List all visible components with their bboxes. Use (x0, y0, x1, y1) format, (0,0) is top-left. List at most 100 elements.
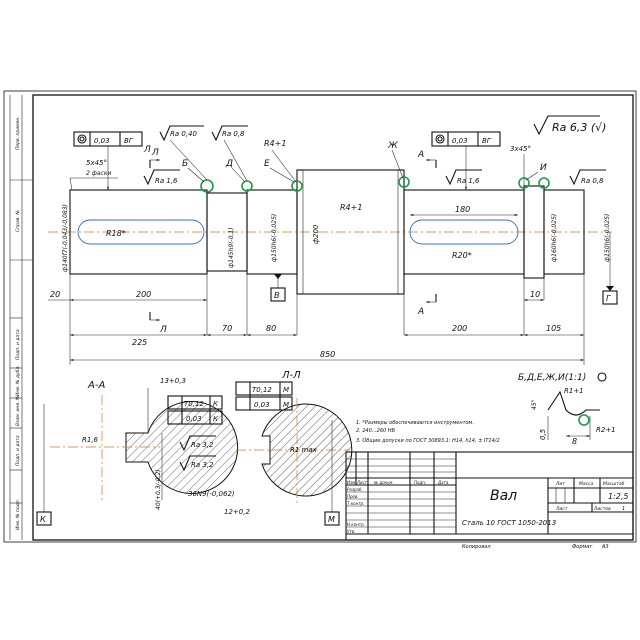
datum-v: В (274, 291, 280, 300)
section-ll-depth: 12+0,2 (224, 508, 250, 516)
dim-chamfer2: 3x45° (510, 145, 531, 153)
feature-l: Л (143, 145, 151, 155)
aa-frame1-base: К (213, 400, 219, 408)
feature-d: Д (225, 159, 233, 169)
section-aa-width: 13+0,3 (160, 377, 186, 385)
inner-frame (32, 94, 634, 541)
strip-label-2: Справ. № (15, 210, 21, 232)
strip-label-5: Взам. инв. № (15, 395, 21, 426)
strip-label-6: Подп. и дата (15, 435, 21, 466)
detail-title: Б,Д,Е,Ж,И(1:1) (518, 373, 586, 383)
dim-r20: R20* (452, 251, 472, 260)
tol-left-base: ВГ (124, 137, 134, 145)
dim-chamfer1: 5x45° (86, 159, 107, 167)
dim-d1: ф140f7(-0,043/-0,083) (62, 204, 69, 272)
rough-r1: Ra 0,40 (170, 130, 198, 138)
groove-i2 (538, 177, 550, 189)
dim-d6: ф160h6(-0,025) (551, 214, 558, 262)
tb-scale-value: 1:2,5 (608, 492, 629, 501)
groove-e (291, 180, 303, 192)
dim-225: 225 (132, 338, 147, 347)
section-ll-radius: R1 max (290, 446, 318, 454)
detail-45: 45° (531, 399, 538, 410)
tol-frame-right: 0,03 ВГ (431, 131, 501, 190)
tb-format-value: А3 (601, 544, 609, 550)
rough-r3: Ra 1,6 (155, 177, 178, 185)
dim-r4-a: R4+1 (264, 139, 286, 148)
dim-r4-b: R4+1 (340, 203, 362, 212)
dim-850: 850 (320, 350, 335, 359)
section-aa-radius: R1,6 (82, 436, 99, 444)
cut-label-l-top: Л (151, 148, 159, 158)
ll-frame2-base: М (283, 401, 289, 409)
tb-name: Вал (490, 488, 517, 504)
tb-row-6: Утв. (347, 529, 355, 534)
detail-r1: R1+1 (564, 387, 584, 395)
cut-label-a-top: А (417, 150, 424, 160)
tb-copied: Копировал (462, 544, 491, 550)
aa-frame1-sym: Т0,12 (184, 400, 204, 408)
section-ll-width: 36N9(-0,062) (188, 490, 235, 498)
tb-lit-label: Лит (555, 481, 565, 487)
tb-format-label: Формат (572, 544, 593, 550)
section-aa-depth: 40(+0,3/-0,2) (155, 469, 162, 510)
note-3: 3. Общие допуски по ГОСТ 30893.1: H14, h… (356, 438, 500, 444)
rough-r4: Ra 1,6 (457, 177, 480, 185)
aa-frame2-base: К (213, 415, 219, 423)
tb-row-1: Разраб. (347, 487, 363, 492)
general-roughness: Ra 6,3 (√) (533, 115, 606, 136)
feature-i: И (540, 163, 547, 173)
notes: 1. *Размеры обеспечиваются инструментом.… (356, 420, 500, 444)
dim-d2: ф145h9(-0,1) (228, 227, 235, 268)
tb-sheet-label: Лист (555, 506, 568, 512)
rough-r5: Ra 0,8 (581, 177, 604, 185)
rough-r2: Ra 0,8 (222, 130, 245, 138)
tb-row-2: Пров. (347, 494, 359, 499)
cut-label-a-bottom: А (417, 307, 424, 317)
strip-label-3: Подп. и дата (15, 329, 21, 360)
tb-col-izm: Изм (347, 480, 355, 485)
tb-col-sign: Подп. (414, 480, 426, 485)
tb-material: Сталь 10 ГОСТ 1050-2013 (462, 519, 556, 527)
tb-col-list: Лист (356, 480, 368, 485)
aa-frame2-sym: 0,03 (186, 415, 202, 423)
shaft-main-view: Л Л А А В Г ф140f7(-0,043/-0,083) ф145h9… (48, 125, 618, 365)
detail-05: 0,5 (539, 428, 547, 440)
ll-frame1-base: М (283, 386, 289, 394)
dim-d4: ф200 (312, 224, 320, 244)
dim-200-right: 200 (452, 324, 467, 333)
left-strip: Перв. примен. Справ. № Подп. и дата Инв.… (9, 95, 33, 540)
dim-80: 80 (266, 324, 276, 333)
detail-r2: R2+1 (596, 426, 616, 434)
tol-right-base: ВГ (482, 137, 492, 145)
tol-right-value: 0,03 (452, 137, 468, 145)
dim-d3: ф150h6(-0,025) (271, 214, 278, 262)
tb-row-3: Т.контр. (347, 501, 364, 506)
section-ll-title: Л-Л (281, 370, 301, 381)
feature-b: Б (182, 159, 188, 169)
groove-zh (398, 176, 410, 188)
note-2: 2. 240...260 НВ (356, 428, 396, 434)
note-1: 1. *Размеры обеспечиваются инструментом. (356, 420, 474, 426)
tol-left-value: 0,03 (94, 137, 110, 145)
general-roughness-text: Ra 6,3 (√) (552, 121, 606, 134)
datum-m: М (328, 515, 335, 524)
dim-r18: R18* (106, 229, 126, 238)
tb-row-5: Н.контр. (347, 522, 365, 527)
title-block: Изм Лист № докум. Подп. Дата Разраб. Про… (345, 451, 634, 550)
dim-200-left: 200 (136, 290, 151, 299)
keyway-left (77, 219, 205, 245)
datum-k: К (40, 515, 46, 524)
section-aa-title: А-А (87, 380, 105, 391)
cut-label-l-bottom: Л (159, 325, 167, 335)
dim-105: 105 (546, 324, 561, 333)
tol-frame-left: 0,03 ВГ (73, 131, 143, 190)
outer-frame (3, 90, 637, 543)
feature-e: Е (264, 159, 270, 169)
aa-rough2: Ra 3,2 (191, 461, 214, 469)
aa-rough1: Ra 3,2 (191, 441, 214, 449)
tb-col-doc: № докум. (373, 480, 394, 485)
tb-col-date: Дата (437, 480, 449, 485)
strip-label-4: Инв. № дубл. (15, 365, 21, 396)
